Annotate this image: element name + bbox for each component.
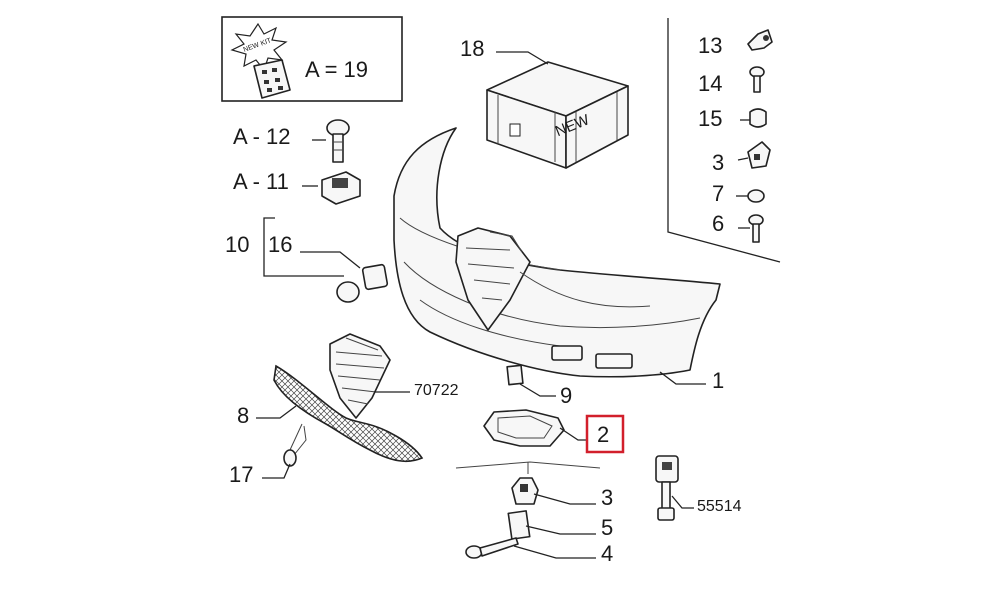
- callout-15: 15: [698, 106, 722, 131]
- mesh-grille: [273, 364, 424, 463]
- callout-13: 13: [698, 33, 722, 58]
- group-bracket: [455, 461, 601, 469]
- fog-lamp-bezel: [483, 409, 565, 447]
- fastener-panel-border: [667, 18, 781, 263]
- push-pin-icon: [738, 214, 764, 243]
- callout-16: 16: [268, 232, 292, 257]
- callout-55514: 55514: [697, 498, 742, 515]
- kit-box-label: A = 19: [305, 57, 368, 82]
- callout-9: 9: [560, 383, 572, 408]
- sensor-55514-icon: [655, 455, 679, 521]
- clip-nut-icon: [302, 171, 361, 205]
- grommet-icon: [736, 189, 765, 203]
- callout-70722: 70722: [414, 382, 459, 399]
- kit-box: NEW KIT A = 19: [221, 16, 403, 102]
- clip-icon: [747, 29, 773, 51]
- callout-7: 7: [712, 181, 724, 206]
- plate-5-icon: [507, 510, 531, 540]
- callout-8: 8: [237, 403, 249, 428]
- crate-18: NEW 18: [460, 36, 629, 169]
- callout-2: 2: [597, 422, 609, 447]
- bolt-icon: [312, 119, 350, 163]
- callout-17: 17: [229, 462, 253, 487]
- callout-6: 6: [712, 211, 724, 236]
- callout-3a: 3: [712, 150, 724, 175]
- tow-hook-cover-icon: [336, 263, 389, 303]
- bolt-4-icon: [465, 537, 519, 559]
- callout-10: 10: [225, 232, 249, 257]
- callout-1: 1: [712, 368, 724, 393]
- fastener-17-icon: [283, 449, 297, 467]
- cap-icon: [740, 108, 767, 128]
- callout-3b: 3: [601, 485, 613, 510]
- clip-3-icon: [511, 477, 539, 505]
- seal-9-icon: [506, 364, 524, 386]
- callout-18: 18: [460, 36, 484, 61]
- front-bumper: [393, 127, 721, 378]
- callout-4: 4: [601, 541, 613, 566]
- callout-5: 5: [601, 515, 613, 540]
- callout-a11: A - 11: [233, 169, 289, 194]
- kit-parts-icon: [253, 59, 291, 99]
- screw-icon: [749, 66, 765, 93]
- nut-clip-icon: [737, 141, 771, 169]
- highlight-box-2: [585, 414, 625, 454]
- scudetto-grille: [329, 333, 391, 419]
- bracket-10: [263, 217, 344, 277]
- callout-14: 14: [698, 71, 722, 96]
- callout-a12: A - 12: [233, 124, 290, 149]
